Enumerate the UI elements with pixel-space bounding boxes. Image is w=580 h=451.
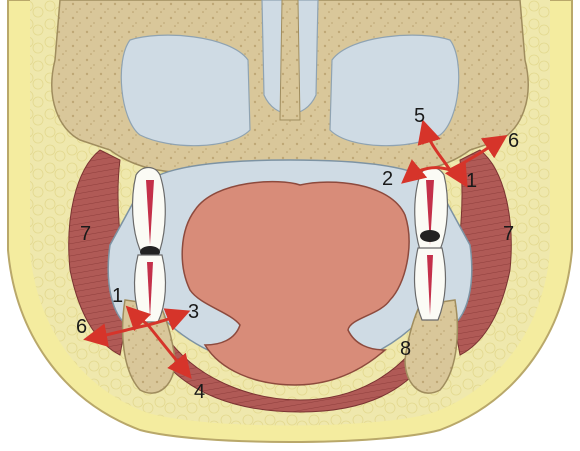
upper-tooth-left [133, 168, 166, 259]
label-left-6: 6 [76, 316, 87, 338]
label-left-1: 1 [112, 285, 123, 307]
label-left-3: 3 [188, 301, 199, 323]
upper-tooth-right [415, 168, 448, 251]
nasal-cavity-right [330, 35, 459, 146]
label-right-7: 7 [503, 223, 514, 245]
lower-tooth-right [415, 248, 446, 320]
nasal-cavity-left [121, 35, 250, 146]
lower-tooth-left [135, 255, 166, 322]
label-left-4: 4 [194, 381, 205, 403]
label-right-5: 5 [414, 105, 425, 127]
label-left-7: 7 [80, 223, 91, 245]
label-right-2: 2 [382, 168, 393, 190]
septum-bone [280, 0, 300, 120]
tongue [182, 182, 409, 385]
label-right-8: 8 [400, 338, 411, 360]
label-right-1: 1 [466, 170, 477, 192]
label-right-6: 6 [508, 130, 519, 152]
